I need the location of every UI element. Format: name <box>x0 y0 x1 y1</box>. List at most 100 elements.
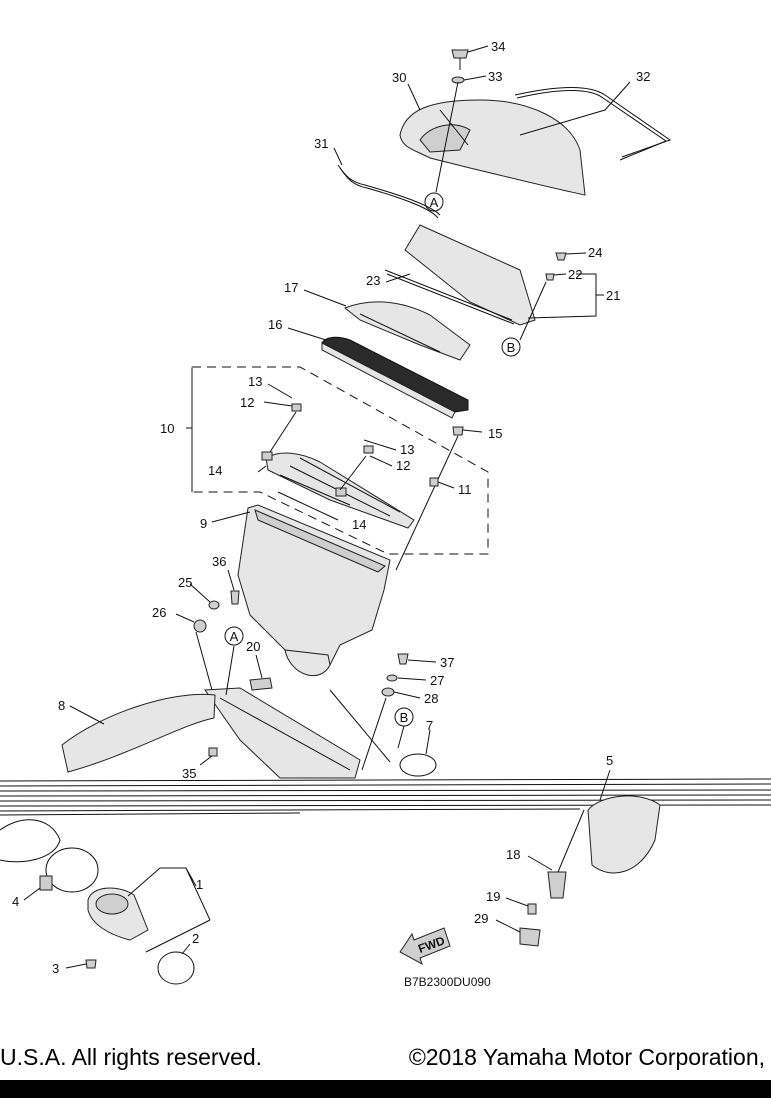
callout-26: 26 <box>152 605 166 620</box>
footer-rights-text: U.S.A. All rights reserved. <box>0 1044 263 1070</box>
part-bushing-26 <box>193 619 207 633</box>
leader-14-left <box>257 465 267 473</box>
bottom-bar <box>0 1080 771 1098</box>
leader-12-mid-down <box>339 455 367 491</box>
part-duct-plate <box>384 224 536 326</box>
leader-b2 <box>397 725 405 749</box>
leader-18 <box>527 855 553 871</box>
callout-37: 37 <box>440 655 454 670</box>
part-duct-5 <box>587 795 661 874</box>
exploded-view-svg: FWD A B A B 34 33 30 32 31 24 22 23 21 1… <box>0 39 771 989</box>
part-seal-32 <box>514 87 672 161</box>
part-gasket-2 <box>157 951 195 985</box>
part-grommet-28 <box>381 687 395 697</box>
callout-12-mid: 12 <box>396 458 410 473</box>
ref-a-top-label: A <box>430 195 439 210</box>
leader-22 <box>553 273 567 276</box>
callout-34: 34 <box>491 39 505 54</box>
leader-25 <box>189 583 211 603</box>
leader-24 <box>565 252 587 255</box>
part-base-plate <box>204 687 361 779</box>
leader-19 <box>505 897 529 907</box>
part-frame-17 <box>344 301 471 361</box>
callout-17: 17 <box>284 280 298 295</box>
callout-19: 19 <box>486 889 500 904</box>
ref-a-bottom-label: A <box>230 629 239 644</box>
leader-11 <box>437 481 455 489</box>
callout-32: 32 <box>636 69 650 84</box>
callout-14-left: 14 <box>208 463 222 478</box>
ref-b-top-label: B <box>507 340 516 355</box>
callout-16: 16 <box>268 317 282 332</box>
ref-circle-a-top: A <box>424 192 444 212</box>
callout-35: 35 <box>182 766 196 781</box>
leader-12-top <box>263 401 293 407</box>
leader-26-down <box>195 631 213 691</box>
leader-16 <box>287 327 327 341</box>
leader-9 <box>211 511 251 523</box>
part-airbox-9 <box>237 504 391 677</box>
leader-a2 <box>225 645 235 696</box>
part-seal-7 <box>399 753 437 777</box>
callout-18: 18 <box>506 847 520 862</box>
callout-13-mid: 13 <box>400 442 414 457</box>
part-hose-18 <box>547 871 567 899</box>
bracket-1 <box>160 867 211 921</box>
callout-23: 23 <box>366 273 380 288</box>
callout-24: 24 <box>588 245 602 260</box>
part-screw-34 <box>451 49 469 70</box>
leader-20 <box>255 654 263 679</box>
part-clip-35 <box>208 747 218 757</box>
part-cover-30 <box>399 99 586 196</box>
bracket-21 <box>527 273 604 319</box>
part-clip-12-mid <box>363 445 374 454</box>
diagram-code: B7B2300DU090 <box>404 975 491 989</box>
footer-copyright-text: ©2018 Yamaha Motor Corporation, <box>408 1044 765 1070</box>
part-clip-4 <box>39 875 53 891</box>
part-grommet-25 <box>208 600 220 610</box>
leader-18-up <box>557 809 585 873</box>
part-mesh-frame <box>261 451 415 529</box>
part-nut-22 <box>545 273 555 281</box>
leader-17 <box>303 289 347 307</box>
callout-12-top: 12 <box>240 395 254 410</box>
leader-2 <box>181 943 191 955</box>
callout-13-top: 13 <box>248 374 262 389</box>
part-bolt-3 <box>85 959 97 969</box>
leader-32 <box>519 81 631 136</box>
part-bolt-24 <box>555 252 567 261</box>
callout-4: 4 <box>12 894 19 909</box>
leader-3 <box>65 963 87 969</box>
part-bolt-15 <box>452 426 464 436</box>
group-10-box <box>191 366 489 555</box>
leader-37-down <box>361 697 387 771</box>
bracket-10 <box>186 368 193 492</box>
leader-4 <box>23 887 41 901</box>
callout-21: 21 <box>606 288 620 303</box>
part-grommet-11 <box>429 477 439 487</box>
leader-22-b <box>519 281 547 341</box>
leader-8 <box>69 705 105 725</box>
leader-29 <box>495 919 521 933</box>
part-bolt-36 <box>230 590 240 605</box>
leader-12-down <box>269 411 297 453</box>
ref-circle-a-bottom: A <box>224 626 244 646</box>
part-clamp-ring <box>45 847 99 893</box>
leader-27 <box>397 677 427 681</box>
leader-airbox-drop <box>329 689 391 763</box>
callout-22: 22 <box>568 267 582 282</box>
leader-1-parts <box>127 867 211 953</box>
leader-34 <box>467 45 489 53</box>
ref-circle-b-bottom: B <box>394 707 414 727</box>
callout-33: 33 <box>488 69 502 84</box>
leader-14-mid <box>277 491 339 521</box>
ref-circle-b-top: B <box>501 337 521 357</box>
callout-2: 2 <box>192 931 199 946</box>
leader-36 <box>227 569 235 591</box>
callout-7: 7 <box>426 718 433 733</box>
leader-7 <box>425 729 431 755</box>
leader-33 <box>463 75 487 81</box>
callout-9: 9 <box>200 516 207 531</box>
callout-5: 5 <box>606 753 613 768</box>
callout-20: 20 <box>246 639 260 654</box>
